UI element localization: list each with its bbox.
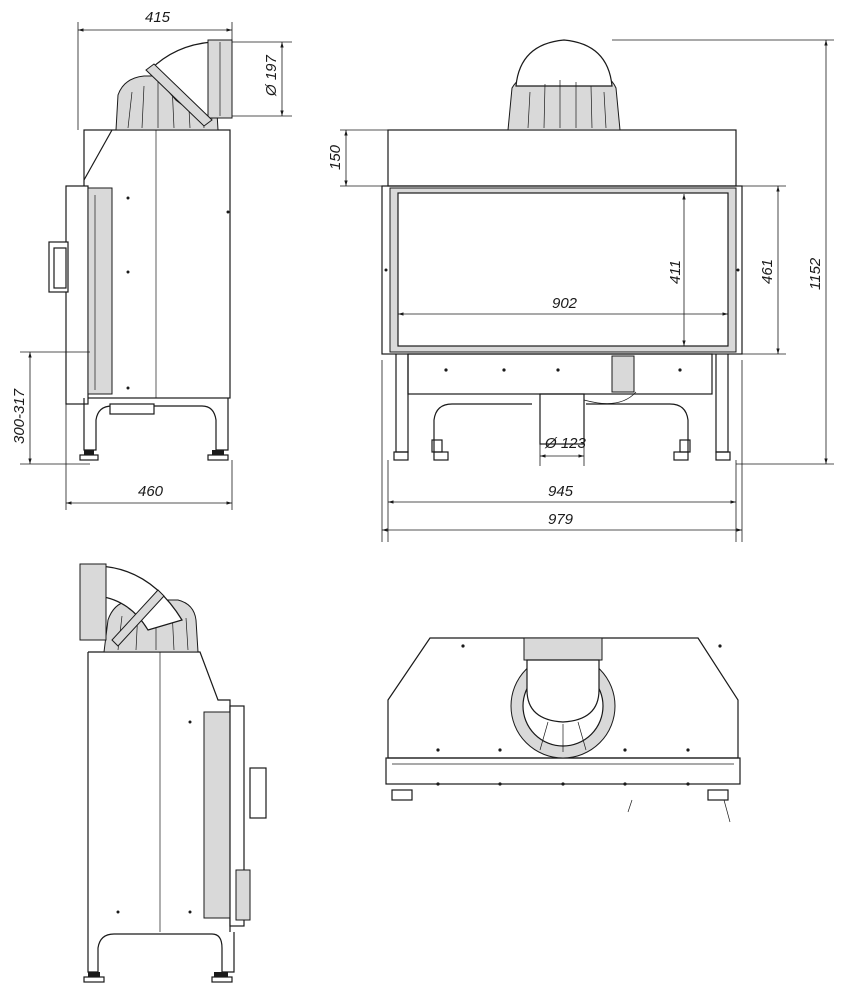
dim-door-height: 461 bbox=[759, 259, 776, 284]
dim-flue-diameter: Ø 197 bbox=[263, 54, 280, 97]
dim-body-width: 945 bbox=[548, 483, 574, 500]
dim-air-inlet-diameter: Ø 123 bbox=[544, 435, 587, 452]
dim-glass-width: 902 bbox=[552, 295, 578, 312]
dim-side-top-width: 415 bbox=[145, 9, 171, 26]
side-view: 415 Ø 197 460 300-317 bbox=[11, 9, 292, 510]
dim-total-width: 979 bbox=[548, 511, 574, 528]
top-view bbox=[385, 637, 741, 823]
dim-leg-height-range: 300-317 bbox=[11, 388, 28, 444]
dim-top-section-height: 150 bbox=[327, 144, 344, 170]
dim-glass-height: 411 bbox=[667, 260, 684, 284]
dim-side-depth: 460 bbox=[138, 483, 164, 500]
dim-total-height: 1152 bbox=[807, 257, 824, 290]
side-view-opposite bbox=[79, 563, 267, 983]
front-view: 150 902 411 461 1152 Ø 123 945 979 bbox=[327, 39, 834, 542]
